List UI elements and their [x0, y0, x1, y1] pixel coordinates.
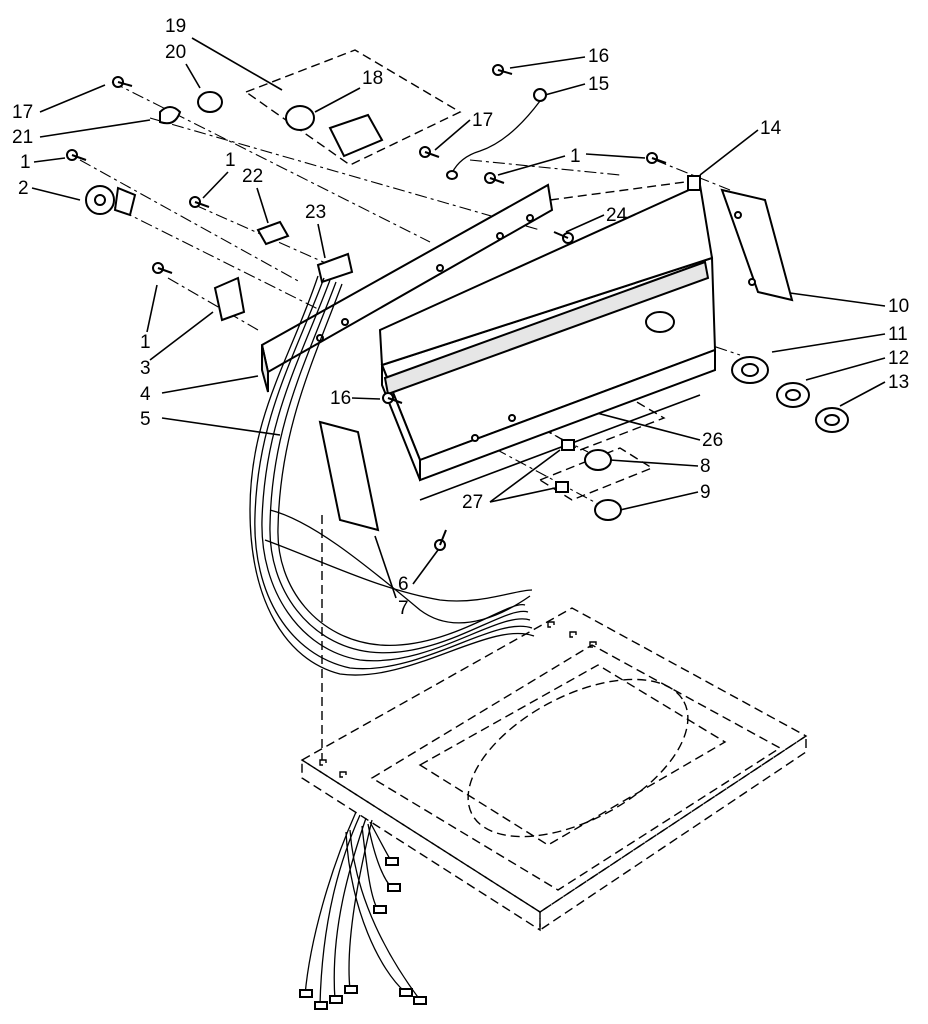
callout-12: 12 — [888, 348, 909, 369]
small-components — [85, 88, 701, 322]
callout-1-d: 1 — [140, 332, 151, 353]
callout-3: 3 — [140, 358, 151, 379]
callout-1-b: 1 — [225, 150, 236, 171]
timer-knob-parts — [731, 356, 849, 433]
callout-17-mid: 17 — [472, 110, 493, 131]
console-rear-panel — [260, 183, 554, 393]
callout-26: 26 — [702, 430, 723, 451]
cabinet-top — [300, 607, 808, 932]
callout-9: 9 — [700, 482, 711, 503]
callout-8: 8 — [700, 456, 711, 477]
console-front-panel — [380, 256, 717, 501]
callout-1-a: 1 — [20, 152, 31, 173]
callout-5: 5 — [140, 409, 151, 430]
callout-13: 13 — [888, 372, 909, 393]
end-cap-right — [720, 188, 794, 302]
screws — [66, 64, 667, 551]
wire-harness — [249, 275, 535, 676]
selector-knobs — [555, 439, 622, 521]
callout-22: 22 — [242, 166, 263, 187]
console-top-trim — [378, 183, 714, 396]
callout-19: 19 — [165, 16, 186, 37]
end-cap-left — [318, 420, 380, 532]
callout-4: 4 — [140, 384, 151, 405]
callout-15: 15 — [588, 74, 609, 95]
callout-1-c: 1 — [570, 146, 581, 167]
callout-16-mid: 16 — [330, 388, 351, 409]
callout-11: 11 — [888, 324, 908, 345]
callout-16-top: 16 — [588, 46, 609, 67]
callout-20: 20 — [165, 42, 186, 63]
callout-2: 2 — [18, 178, 29, 199]
callout-17-left: 17 — [12, 102, 33, 123]
callout-23: 23 — [305, 202, 326, 223]
callout-7: 7 — [398, 598, 409, 619]
lower-wire-leads — [299, 811, 427, 1010]
callout-27: 27 — [462, 492, 483, 513]
callout-6: 6 — [398, 574, 409, 595]
callout-14: 14 — [760, 118, 782, 139]
callout-21: 21 — [12, 127, 33, 148]
callout-10: 10 — [888, 296, 909, 317]
callout-18: 18 — [362, 68, 383, 89]
